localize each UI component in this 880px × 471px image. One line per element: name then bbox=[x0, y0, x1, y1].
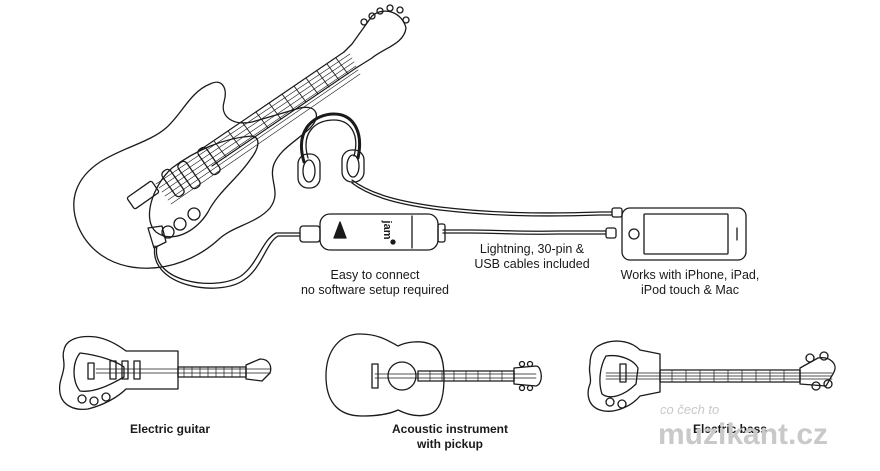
instrument-label: with pickup bbox=[417, 437, 483, 451]
instrument-label: Acoustic instrument bbox=[391, 422, 508, 436]
knob bbox=[173, 217, 187, 231]
cable-lines bbox=[154, 179, 613, 289]
fretboard-bottom bbox=[211, 67, 357, 167]
output-jack bbox=[147, 225, 167, 249]
device-label-wrap: jam bbox=[376, 219, 398, 241]
watermark-brand: muzikant.cz bbox=[658, 418, 829, 451]
caption-works-with: Works with iPhone, iPad, iPod touch & Ma… bbox=[610, 268, 770, 298]
electric-guitar-icon bbox=[58, 335, 272, 411]
guitar-pickguard bbox=[148, 135, 259, 238]
knob bbox=[161, 225, 175, 239]
headphones-icon bbox=[297, 112, 365, 189]
label-acoustic: Acoustic instrument with pickup bbox=[380, 422, 520, 452]
headphone-cable-outline bbox=[351, 182, 613, 217]
caption-line: Easy to connect bbox=[330, 268, 420, 282]
instrument-label: Electric bass bbox=[692, 422, 768, 436]
iphone-icon bbox=[605, 207, 747, 261]
guitar-bridge bbox=[126, 180, 160, 210]
tuning-pegs bbox=[360, 4, 410, 26]
caption-line: no software setup required bbox=[300, 283, 449, 297]
jam-interface-icon bbox=[299, 213, 446, 251]
guitar-cable bbox=[156, 232, 301, 284]
caption-line: Lightning, 30-pin & bbox=[479, 242, 585, 256]
guitar-cable-outline bbox=[154, 235, 301, 289]
caption-line: USB cables included bbox=[474, 257, 590, 271]
caption-line: Works with iPhone, iPad, bbox=[620, 268, 760, 282]
label-electric-guitar: Electric guitar bbox=[110, 422, 230, 437]
pickups bbox=[161, 146, 221, 198]
acoustic-guitar-icon bbox=[325, 333, 542, 417]
knob bbox=[187, 207, 201, 221]
electric-bass-icon bbox=[587, 340, 836, 412]
label-electric-bass: Electric bass bbox=[660, 422, 800, 437]
watermark-tagline: co čech to bbox=[660, 402, 720, 417]
device-label: jam bbox=[381, 220, 393, 240]
interface-to-phone-cable-outline bbox=[442, 232, 607, 235]
caption-line: iPod touch & Mac bbox=[641, 283, 739, 297]
electric-guitar-icon bbox=[73, 4, 410, 269]
headphone-cable bbox=[351, 179, 613, 214]
guitar-body bbox=[73, 81, 318, 269]
guitar-headstock bbox=[343, 10, 407, 69]
fretboard-top bbox=[199, 51, 345, 151]
interface-to-phone-cable bbox=[442, 229, 607, 232]
instrument-label: Electric guitar bbox=[129, 422, 211, 436]
caption-easy-connect: Easy to connect no software setup requir… bbox=[295, 268, 455, 298]
caption-cables: Lightning, 30-pin & USB cables included bbox=[462, 242, 602, 272]
